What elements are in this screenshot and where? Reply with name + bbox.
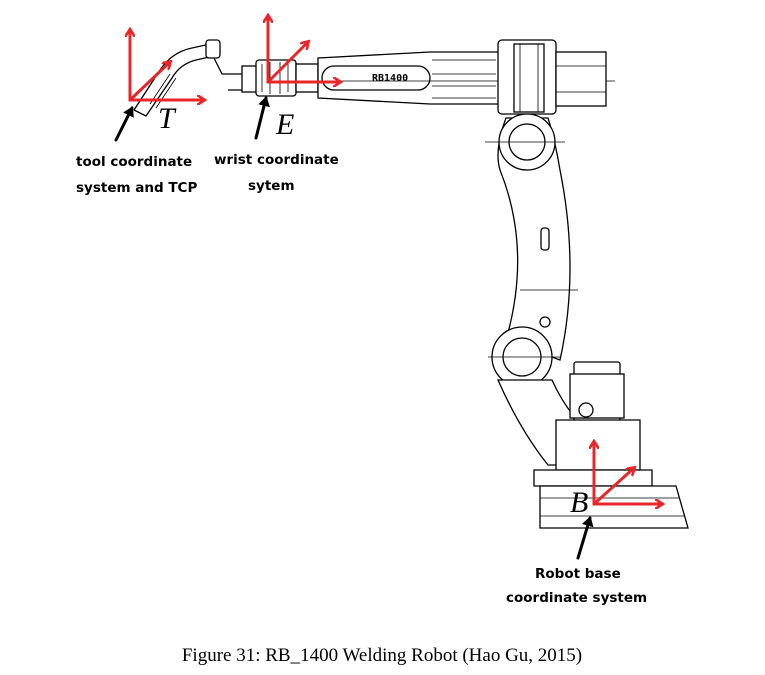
base-frame: B Robot base coordinate system — [506, 442, 662, 606]
wrist-frame-letter: E — [275, 108, 294, 141]
tool-frame: T tool coordinate system and TCP — [76, 30, 204, 196]
wrist-assembly — [255, 59, 319, 97]
base-frame-note-line1: Robot base — [535, 566, 621, 582]
elbow-housing — [497, 39, 607, 115]
base-frame-note-line2: coordinate system — [506, 590, 647, 606]
wrist-frame: E wrist coordinate sytem — [214, 16, 340, 194]
model-label: RB1400 — [372, 73, 408, 84]
wrist-frame-note-line2: sytem — [248, 178, 295, 194]
wrist-frame-y-axis — [266, 42, 308, 84]
tool-frame-y-axis — [128, 62, 170, 102]
robot-drawing: RB1400 — [133, 39, 689, 529]
tool-frame-pointer-arrow — [114, 106, 134, 142]
robot-base — [533, 469, 689, 529]
tool-frame-note-line2: system and TCP — [76, 180, 197, 196]
figure-caption: Figure 31: RB_1400 Welding Robot (Hao Gu… — [182, 645, 582, 666]
tool-frame-letter: T — [158, 102, 177, 135]
upper-arm — [485, 113, 578, 361]
base-frame-y-axis — [592, 468, 634, 506]
base-frame-letter: B — [570, 486, 588, 519]
wrist-frame-pointer-arrow — [254, 96, 270, 140]
wrist-frame-note-line1: wrist coordinate — [214, 152, 339, 168]
base-frame-pointer-arrow — [576, 516, 594, 560]
tool-frame-note-line1: tool coordinate — [76, 154, 192, 170]
forearm: RB1400 — [317, 51, 615, 105]
